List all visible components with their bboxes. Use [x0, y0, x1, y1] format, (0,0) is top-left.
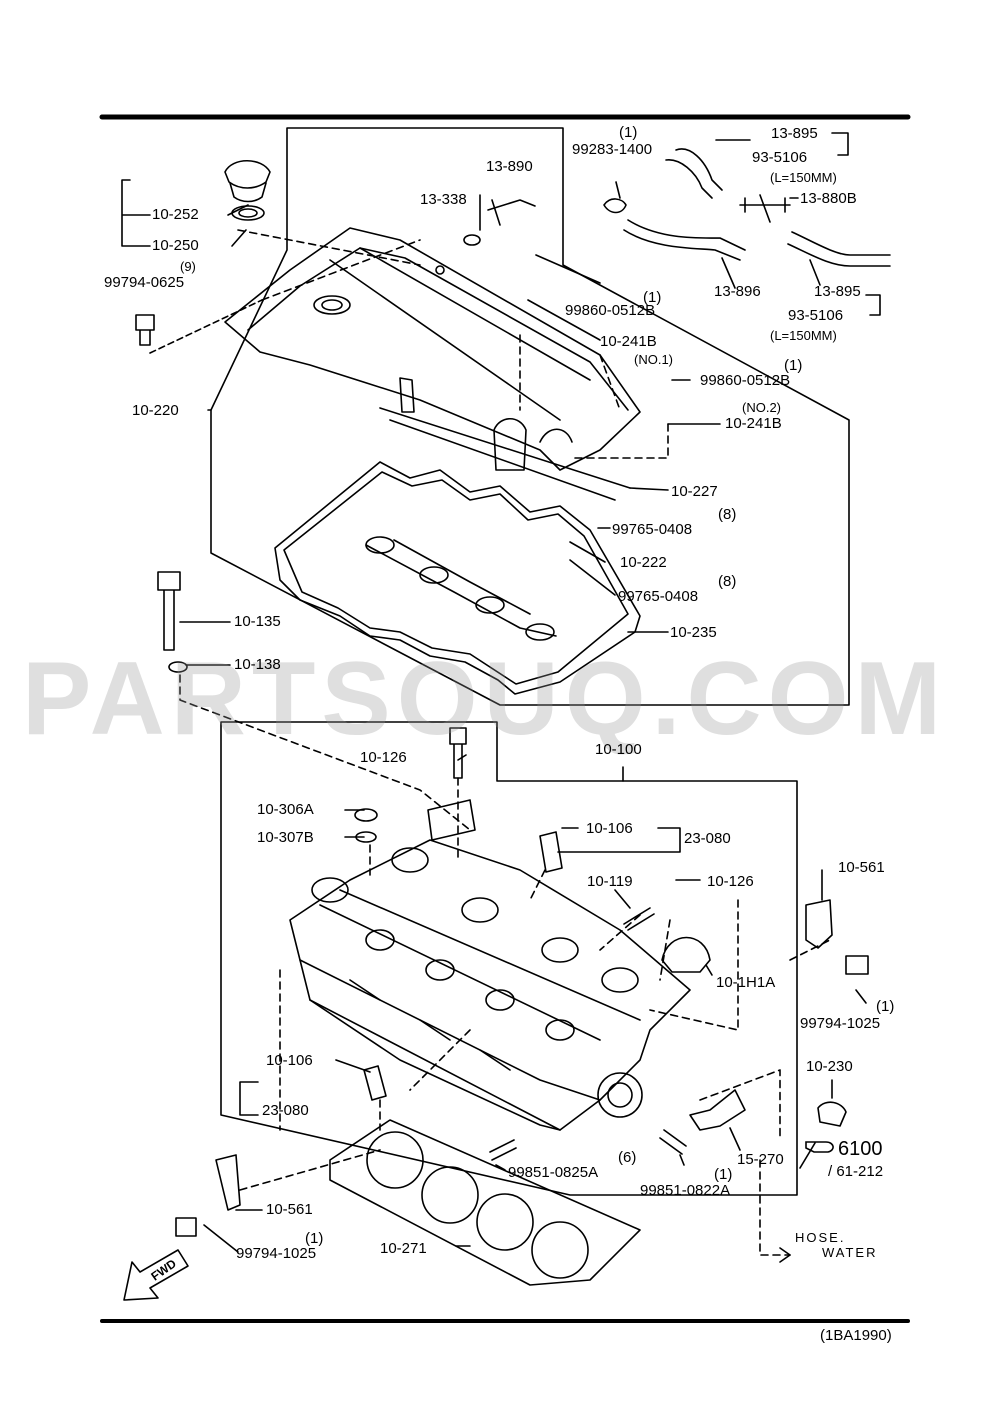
label-99794-1025-left: 99794-1025: [236, 1245, 317, 1262]
label-10-126-a: 10-126: [360, 749, 407, 766]
bolt-99794-0625: [135, 314, 155, 346]
label-10-241b-a: 10-241B: [600, 333, 657, 350]
reference-figure: / 61-212: [828, 1163, 884, 1180]
hose-13-895-top: [665, 148, 723, 199]
label-qty-99851-0822a: (1): [714, 1166, 733, 1183]
fitting-15-270: [689, 1089, 746, 1131]
hose-note-line1: HOSE.: [795, 1230, 846, 1245]
label-10-119: 10-119: [587, 873, 633, 890]
label-10-138: 10-138: [234, 656, 281, 673]
label-qty-99860-b: (1): [784, 357, 803, 374]
hose-13-896: [623, 219, 746, 261]
label-23-080-bottom: 23-080: [262, 1102, 309, 1119]
pcv-valve-13-890: [487, 199, 536, 226]
cam-cap-10-1h1a: [661, 936, 711, 973]
label-99860-0512b-b: 99860-0512B: [700, 372, 791, 389]
label-99283-1400: 99283-1400: [572, 141, 653, 158]
label-qty-99283: (1): [619, 124, 638, 141]
label-10-306a: 10-306A: [257, 801, 314, 818]
label-13-338: 13-338: [420, 191, 467, 208]
fwd-arrow-icon: [123, 1249, 189, 1301]
label-qty-99860-a: (1): [643, 289, 662, 306]
label-no1: (NO.1): [634, 352, 673, 367]
oil-filler-cap-drawing: [224, 159, 271, 221]
bolt-99794-1025-left: [175, 1217, 197, 1237]
label-23-080-top: 23-080: [684, 830, 731, 847]
label-length-bottom: (L=150MM): [770, 328, 837, 343]
label-qty-99794-1025-left: (1): [305, 1230, 324, 1247]
bolt-99794-1025-right: [845, 955, 869, 975]
valve-guide-bottom: [363, 1065, 387, 1101]
label-99765-0408-b: 99765-0408: [618, 588, 699, 605]
lower-boundary: [220, 721, 798, 1196]
label-10-106-bottom: 10-106: [266, 1052, 313, 1069]
stud-10-119: [623, 907, 655, 931]
plug-10-230: [817, 1101, 847, 1127]
label-10-222: 10-222: [620, 554, 667, 571]
label-10-241b-b: 10-241B: [725, 415, 782, 432]
label-10-106-top: 10-106: [586, 820, 633, 837]
label-10-126-b: 10-126: [707, 873, 754, 890]
label-10-307b: 10-307B: [257, 829, 314, 846]
label-10-230: 10-230: [806, 1058, 853, 1075]
bolt-10-135: [157, 571, 181, 651]
label-10-100: 10-100: [595, 741, 642, 758]
label-length-top: (L=150MM): [770, 170, 837, 185]
hanger-10-561-left: [215, 1154, 241, 1211]
label-13-896: 13-896: [714, 283, 761, 300]
reference-page: 6100: [838, 1138, 883, 1160]
label-10-250: 10-250: [152, 237, 199, 254]
label-10-220: 10-220: [132, 402, 179, 419]
cam-cap-top: [427, 799, 476, 841]
hanger-10-561-right: [805, 899, 833, 949]
valve-guide-top: [539, 831, 563, 873]
label-10-227: 10-227: [671, 483, 718, 500]
clip-99283: [603, 198, 627, 214]
label-10-252: 10-252: [152, 206, 199, 223]
t-joint-13-880b: [739, 194, 791, 223]
label-13-880b: 13-880B: [800, 190, 857, 207]
label-13-895-top: 13-895: [771, 125, 818, 142]
label-99851-0825a: 99851-0825A: [508, 1164, 599, 1181]
diagram-code: (1BA1990): [820, 1327, 892, 1344]
bolt-10-126: [449, 727, 467, 779]
label-10-561-right: 10-561: [838, 859, 885, 876]
label-10-235: 10-235: [670, 624, 717, 641]
cylinder-head-drawing: [289, 839, 691, 1131]
hose-note-line2: WATER: [822, 1245, 878, 1260]
stud-99851-0822a: [659, 1129, 687, 1155]
label-10-561-left: 10-561: [266, 1201, 313, 1218]
label-93-5106-bottom: 93-5106: [788, 307, 844, 324]
label-10-271: 10-271: [380, 1240, 427, 1257]
valve-cover-drawing: [224, 227, 641, 501]
label-99765-0408-a: 99765-0408: [612, 521, 693, 538]
label-qty-99765-a: (8): [718, 506, 737, 523]
label-13-890: 13-890: [486, 158, 533, 175]
plug-seal-drawing: [365, 536, 557, 641]
label-10-135: 10-135: [234, 613, 281, 630]
label-13-895-bottom: 13-895: [814, 283, 861, 300]
label-99860-0512b-a: 99860-0512B: [565, 302, 656, 319]
label-99794-1025-right: 99794-1025: [800, 1015, 881, 1032]
label-no2: (NO.2): [742, 400, 781, 415]
label-qty-99794-1025-right: (1): [876, 998, 895, 1015]
label-qty-99851-0825a: (6): [618, 1149, 637, 1166]
label-93-5106-top: 93-5106: [752, 149, 808, 166]
label-99851-0822a: 99851-0822A: [640, 1182, 731, 1199]
label-15-270: 15-270: [737, 1151, 784, 1168]
stud-99851-0825a: [489, 1139, 517, 1161]
label-qty-99794-0625: (9): [180, 259, 196, 274]
reference-hand-icon: [805, 1141, 834, 1153]
label-qty-99765-b: (8): [718, 573, 737, 590]
label-10-1h1a: 10-1H1A: [716, 974, 776, 991]
head-gasket-drawing: [329, 1119, 641, 1286]
hose-13-895-right: [787, 231, 891, 267]
valve-cover-gasket-drawing: [274, 461, 641, 695]
label-99794-0625: 99794-0625: [104, 274, 185, 291]
